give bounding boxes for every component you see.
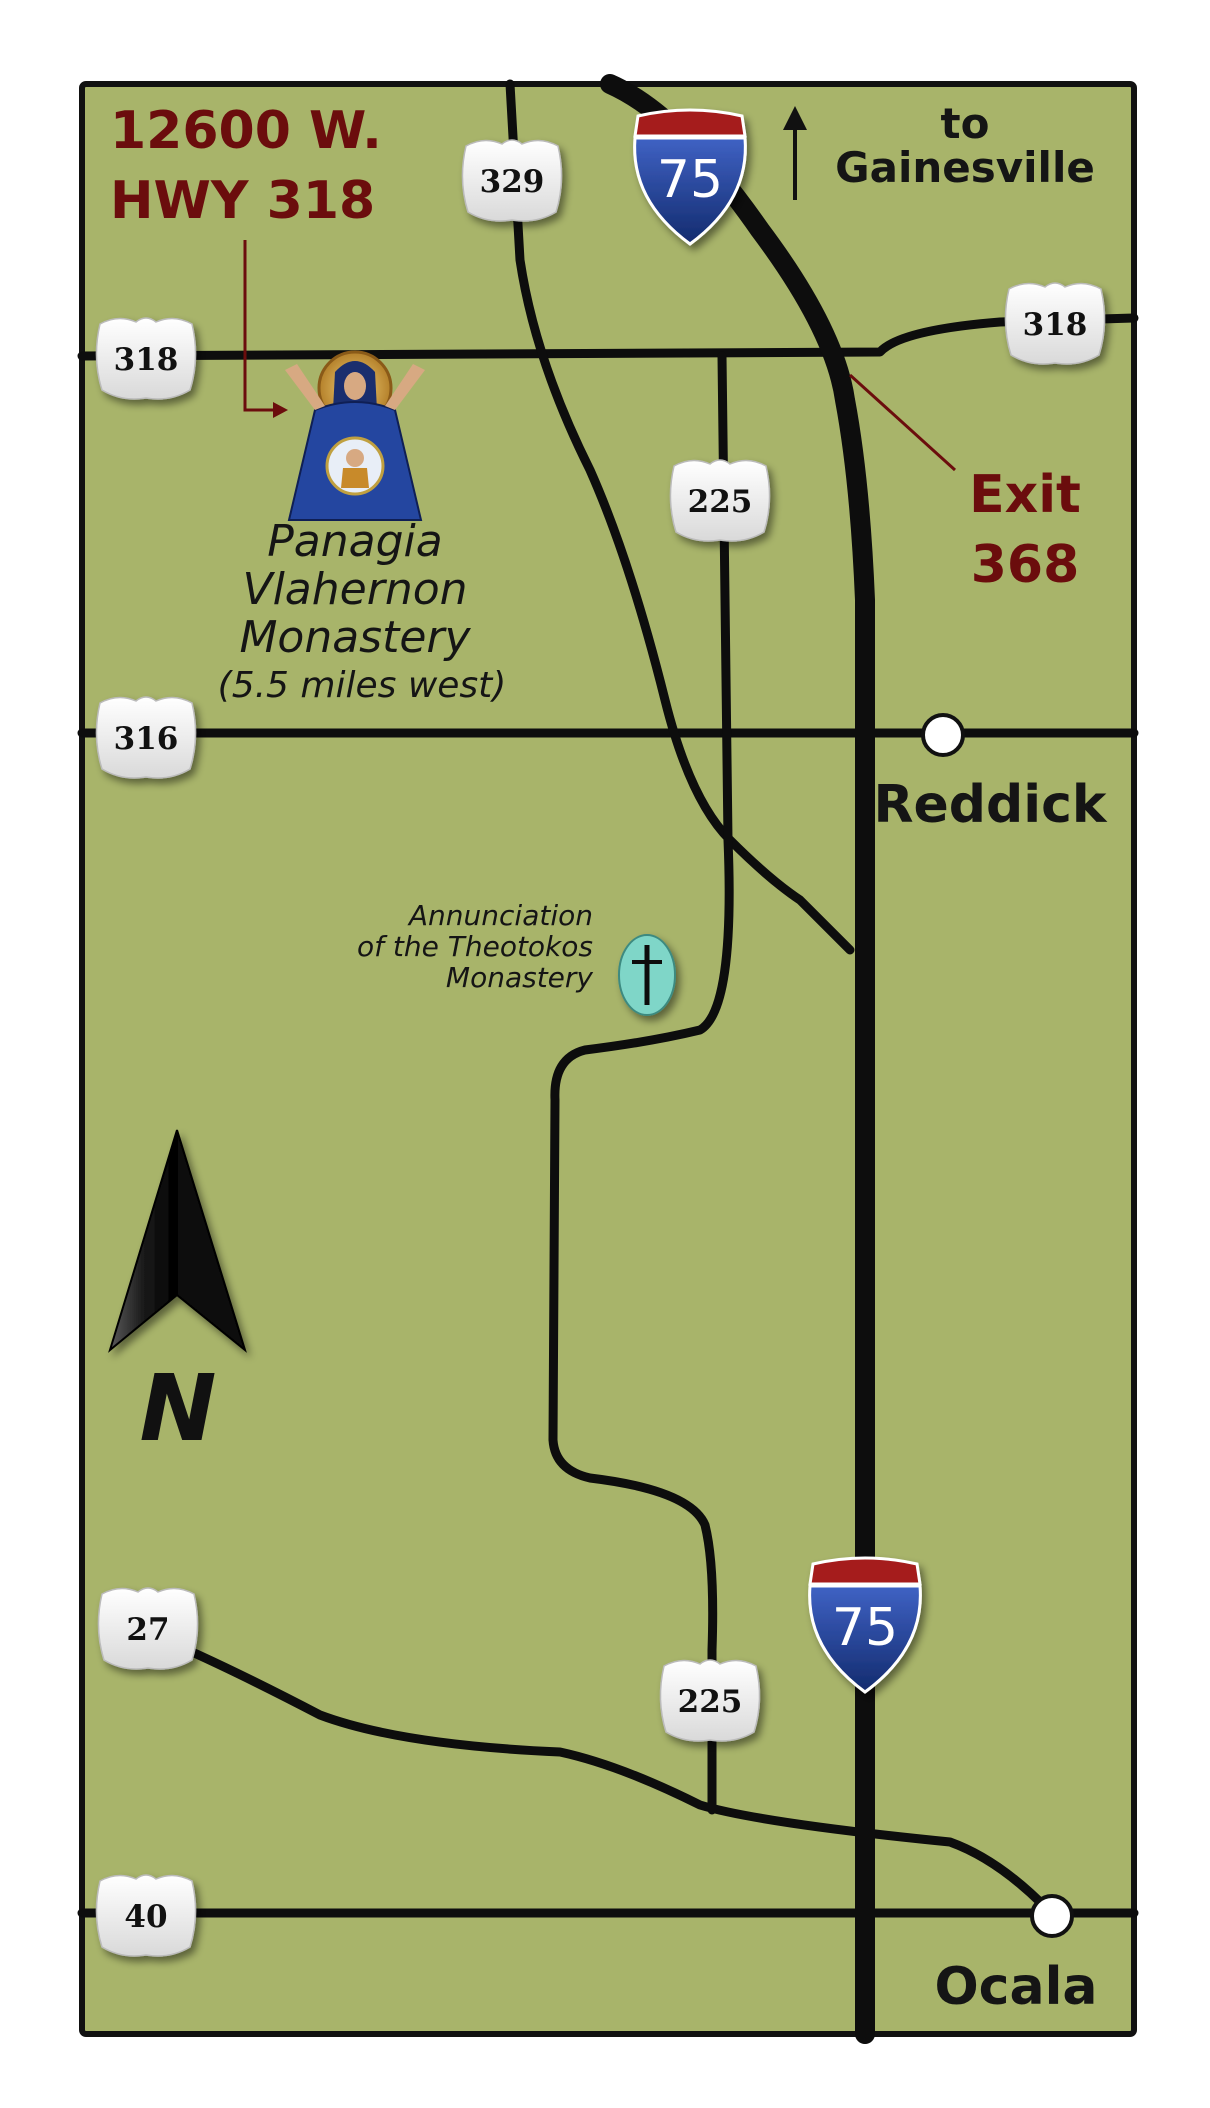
exit-pointer-line — [848, 373, 957, 472]
exit-number: 368 — [971, 535, 1080, 595]
address-line-2: HWY 318 — [110, 171, 375, 231]
road-us-318 — [77, 313, 1139, 361]
shield-interstate-75-south — [808, 1556, 922, 1694]
shield-label: 318 — [114, 342, 179, 378]
monastery-main-line-1: Panagia — [267, 516, 442, 567]
shield-label: 225 — [688, 484, 753, 520]
north-arrow-icon — [108, 1129, 247, 1353]
road-us-27 — [160, 1635, 1055, 1917]
road-sr-225 — [548, 351, 734, 1815]
address-pointer-arrow — [243, 240, 288, 418]
monastery-secondary-line-3: Monastery — [446, 961, 593, 994]
direction-to-label: to — [941, 99, 990, 148]
town-label-reddick: Reddick — [874, 775, 1108, 835]
compass-north-label: N — [140, 1355, 217, 1462]
shield-label: 329 — [480, 164, 545, 200]
shield-label: 40 — [124, 1899, 167, 1935]
address-line-1: 12600 W. — [110, 101, 382, 161]
theotokos-icon-image — [285, 350, 425, 521]
shield-label: 27 — [126, 1612, 169, 1648]
shield-label: 318 — [1023, 307, 1088, 343]
cross-icon — [618, 934, 676, 1016]
shield-label: 316 — [114, 721, 179, 757]
shield-interstate-75-north — [633, 108, 747, 246]
town-dot-icon — [921, 713, 965, 757]
town-label-ocala: Ocala — [934, 1957, 1097, 2017]
monastery-secondary-line-1: Annunciation — [407, 899, 593, 932]
shield-sr-329 — [461, 139, 563, 222]
exit-label: Exit — [969, 465, 1081, 525]
direction-city-label: Gainesville — [835, 143, 1095, 192]
interstate-label: 75 — [832, 1598, 898, 1658]
shield-us-40 — [95, 1874, 197, 1957]
map-background — [79, 81, 1137, 2037]
shield-us-27 — [97, 1587, 199, 1670]
shield-us-318-east — [1004, 282, 1106, 365]
shield-label: 225 — [678, 1684, 743, 1720]
shield-us-316 — [95, 696, 197, 779]
monastery-main-line-3: Monastery — [239, 612, 471, 663]
shield-sr-225-north — [669, 459, 771, 542]
interstate-label: 75 — [657, 150, 723, 210]
shield-us-318-west — [95, 317, 197, 400]
monastery-main-line-2: Vlahernon — [242, 564, 467, 615]
town-dot-icon — [1030, 1894, 1074, 1938]
monastery-main-distance: (5.5 miles west) — [218, 665, 507, 706]
arrow-up-icon — [783, 106, 807, 200]
monastery-secondary-line-2: of the Theotokos — [357, 930, 593, 963]
road-sr-329 — [505, 79, 855, 955]
shield-sr-225-south — [659, 1659, 761, 1742]
